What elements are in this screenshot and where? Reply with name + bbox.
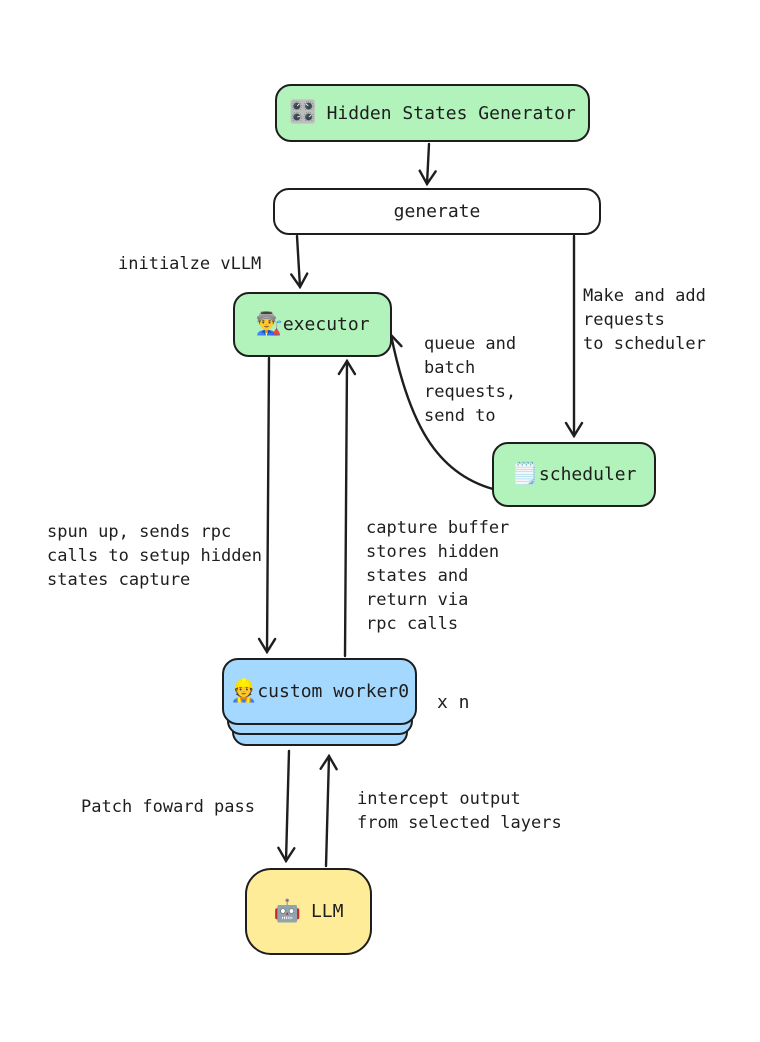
label-x-n-multiplier: x n [437,692,470,713]
node-llm: 🤖 LLM [245,868,372,955]
node-hidden-states-generator-label: Hidden States Generator [326,102,576,124]
arrow-worker-to-executor [345,361,347,658]
label-spun-up-rpc: spun up, sends rpc calls to setup hidden… [47,522,262,590]
node-executor-label: executor [282,314,370,335]
node-scheduler: 🗒️ scheduler [492,442,656,507]
construction-worker-icon: 👷 [229,678,258,704]
node-custom-worker: 👷 custom worker0 [222,658,417,725]
control-knobs-icon: 🎛️ [289,100,317,125]
label-make-and-add-requests: Make and add requests to scheduler [583,286,706,354]
robot-icon: 🤖 [273,898,301,924]
arrow-worker-to-llm [286,749,289,861]
label-capture-buffer: capture buffer stores hidden states and … [366,518,510,634]
node-custom-worker-label: custom worker0 [257,681,410,702]
label-intercept-output: intercept output from selected layers [357,789,562,833]
node-hidden-states-generator: 🎛️ Hidden States Generator [275,84,590,142]
label-patch-forward-pass: Patch foward pass [81,797,255,817]
node-llm-label: LLM [310,901,344,922]
arrow-generate-to-executor [297,234,300,287]
arrow-generator-to-generate [427,142,429,184]
label-initialize-vllm: initialze vLLM [118,254,262,274]
arrow-executor-to-worker [267,356,269,652]
factory-worker-icon: 👨‍🏭 [255,311,283,337]
node-scheduler-label: scheduler [538,464,637,485]
node-executor: 👨‍🏭 executor [233,292,392,357]
node-generate: generate [273,188,601,235]
label-queue-and-batch: queue and batch requests, send to [424,334,517,426]
arrow-llm-to-worker [326,756,329,868]
notepad-icon: 🗒️ [511,461,539,487]
node-generate-label: generate [393,201,481,222]
